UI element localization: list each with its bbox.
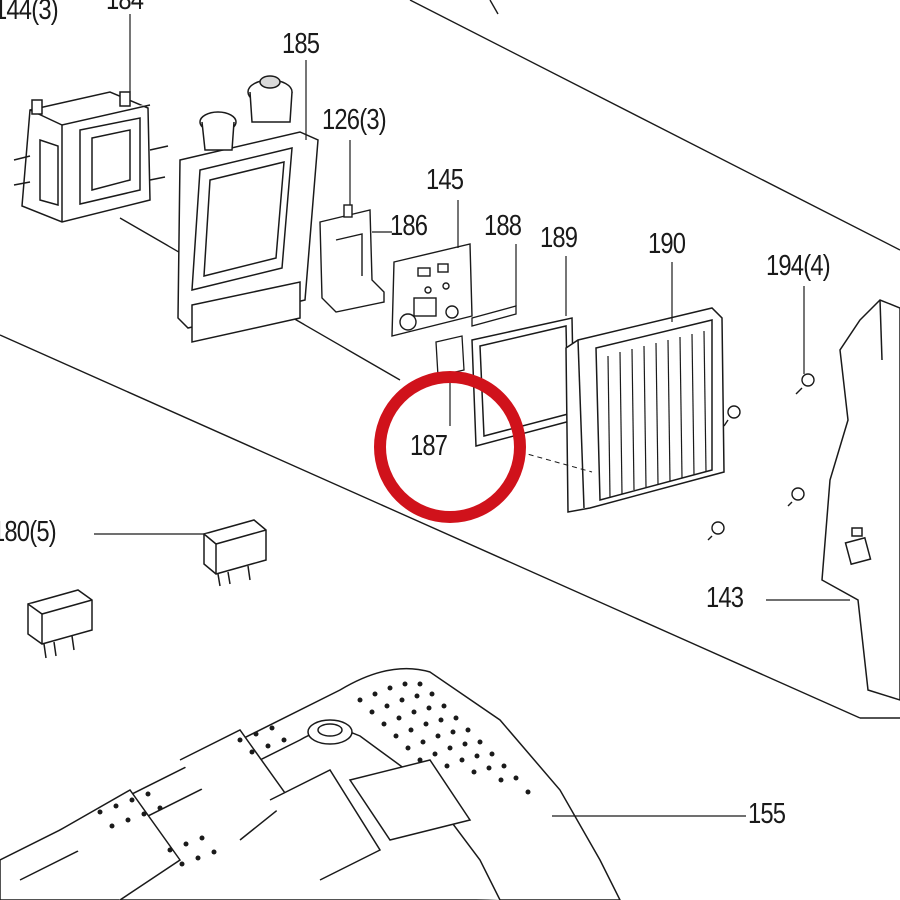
highlight-circle	[374, 371, 526, 523]
cover-part-143	[821, 299, 900, 701]
assembly-axis	[519, 451, 593, 473]
callout-190: 190	[648, 228, 686, 260]
frame-part-185	[177, 75, 319, 343]
callout-186: 186	[390, 210, 428, 242]
heatsink-part-190	[565, 307, 725, 513]
callout-189: 189	[540, 222, 578, 254]
strip-part-188	[471, 305, 517, 327]
callout-194: 194(4)	[766, 250, 831, 282]
screws-part-194	[707, 373, 815, 541]
callout-187: 187	[410, 430, 448, 462]
callout-185: 185	[282, 28, 320, 60]
callout-143: 143	[706, 582, 744, 614]
tray-part-155	[0, 667, 621, 900]
callout-145: 145	[426, 164, 464, 196]
circuit-board-part-145	[391, 243, 473, 337]
pad-part-187	[435, 335, 465, 377]
tray-perforations	[97, 681, 531, 867]
bracket-part-186	[319, 204, 385, 313]
callout-184: 184	[106, 0, 144, 16]
callout-144: 144(3)	[0, 0, 59, 26]
leader-126	[349, 140, 392, 233]
callout-188: 188	[484, 210, 522, 242]
callout-155: 155	[748, 798, 786, 830]
clip-parts-180	[27, 519, 267, 659]
housing-box-part	[13, 91, 169, 223]
callout-180: 180(5)	[0, 516, 57, 548]
callout-126: 126(3)	[322, 104, 387, 136]
